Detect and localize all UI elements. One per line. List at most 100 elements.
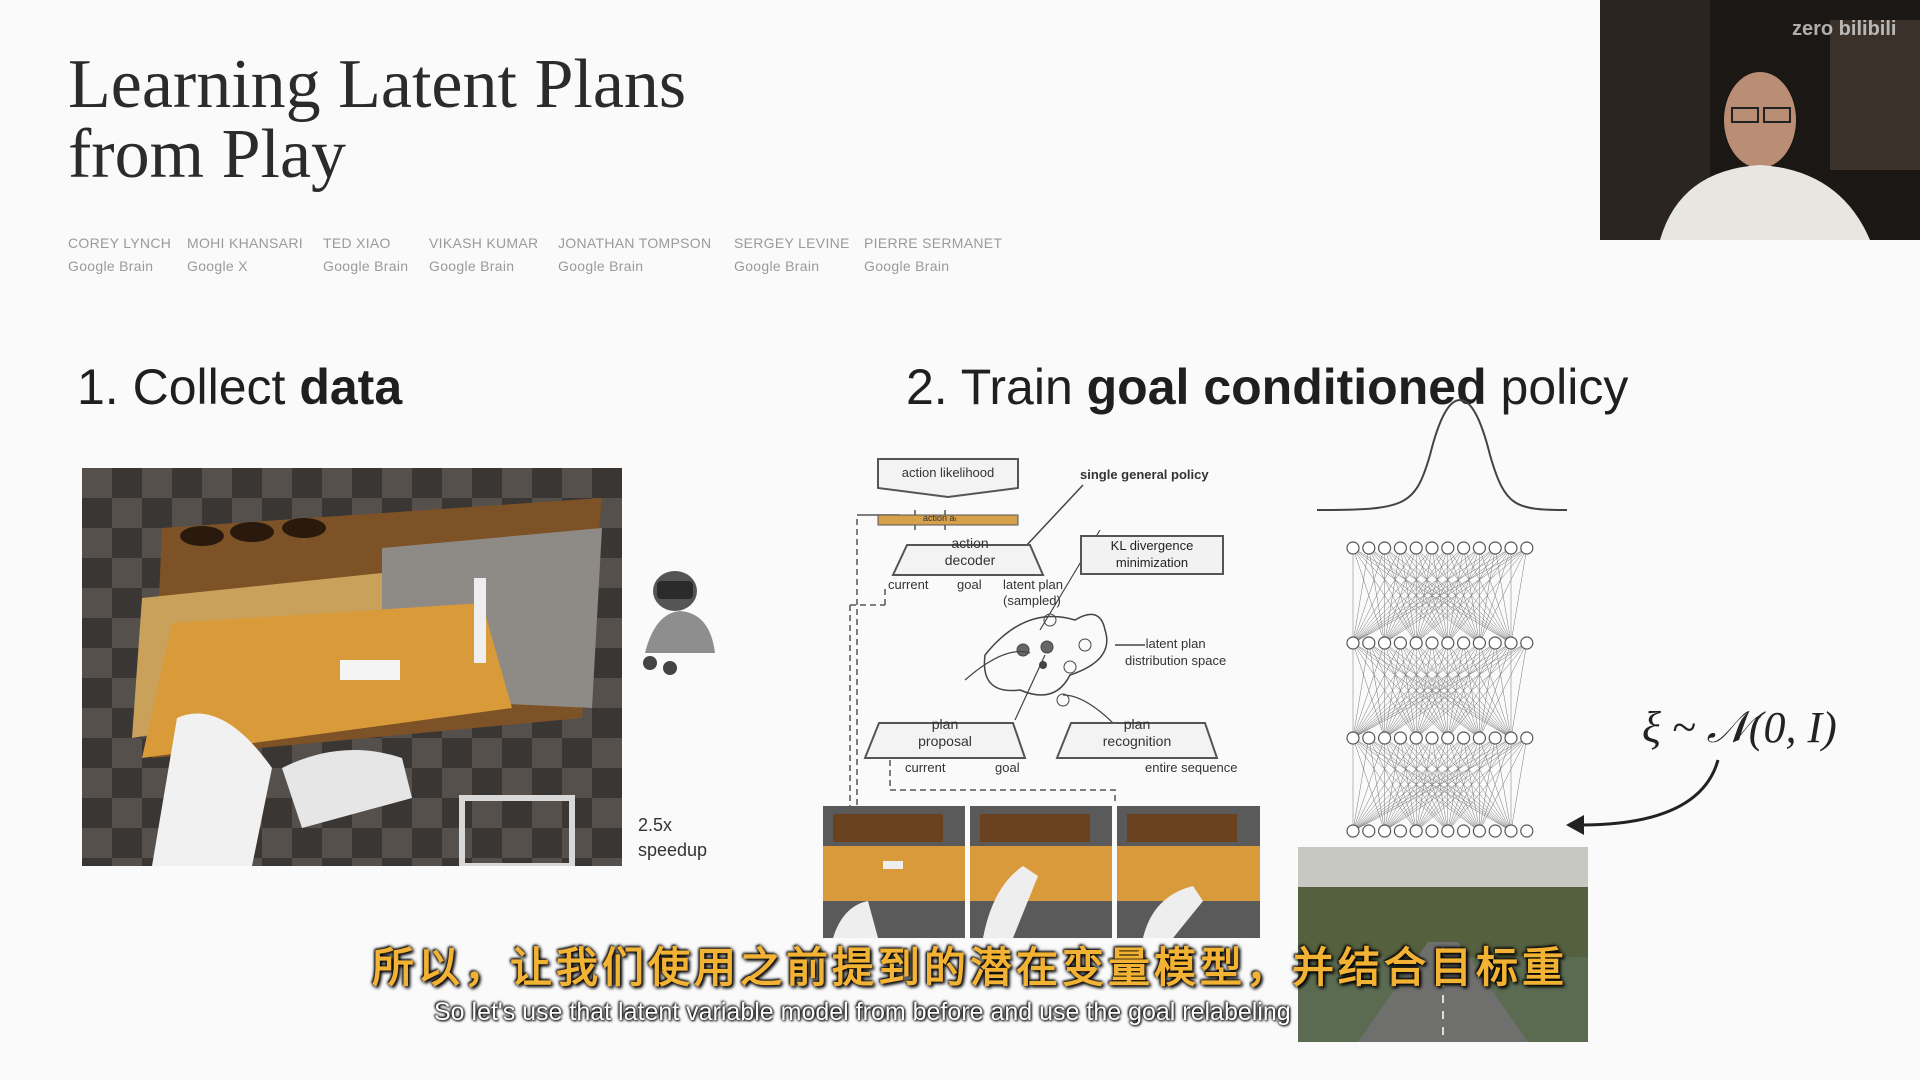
robot-scene-image: [82, 468, 622, 866]
nn-edge: [1352, 547, 1480, 644]
nn-node: [1520, 731, 1534, 745]
nn-edge: [1447, 642, 1527, 739]
nn-edge: [1447, 737, 1527, 832]
nn-edge: [1416, 547, 1512, 644]
nn-edge: [1352, 642, 1417, 739]
title-line-1: Learning Latent Plans: [68, 46, 687, 123]
nn-edge: [1352, 642, 1433, 739]
nn-edge: [1352, 737, 1480, 832]
nn-node: [1441, 824, 1455, 838]
vr-operator-illustration: [643, 571, 715, 675]
nn-edge: [1479, 642, 1528, 739]
nn-edge: [1510, 547, 1528, 644]
frame-middle: [970, 806, 1112, 938]
nn-edge: [1384, 547, 1527, 644]
nn-node: [1456, 541, 1471, 555]
nn-edge: [1352, 642, 1480, 739]
nn-edge: [1510, 642, 1528, 739]
nn-edge: [1416, 642, 1527, 739]
current-label: current: [888, 577, 929, 592]
nn-node: [1346, 824, 1360, 838]
nn-node: [1393, 731, 1408, 745]
nn-edge: [1352, 737, 1417, 832]
nn-edge: [1384, 547, 1512, 644]
nn-edge: [1447, 642, 1512, 739]
nn-node: [1488, 824, 1502, 838]
nn-edge: [1384, 642, 1527, 739]
nn-node: [1425, 731, 1439, 745]
nn-edge: [1384, 642, 1512, 739]
nn-edge: [1416, 547, 1527, 644]
nn-node: [1488, 636, 1502, 650]
nn-node: [1472, 824, 1486, 838]
nn-node: [1409, 636, 1423, 650]
nn-node: [1520, 824, 1534, 838]
nn-node: [1504, 824, 1518, 838]
nn-edge: [1352, 642, 1464, 739]
nn-node: [1362, 636, 1376, 650]
speedup-label: 2.5x speedup: [638, 815, 708, 860]
nn-edge: [1352, 547, 1464, 644]
nn-edge: [1352, 737, 1464, 832]
nn-edge: [1352, 737, 1448, 832]
nn-edge: [1352, 737, 1401, 832]
nn-node: [1456, 824, 1471, 838]
nn-node: [1393, 824, 1408, 838]
goal-label-2: goal: [995, 760, 1020, 775]
nn-edge: [1352, 547, 1433, 644]
nn-node: [1377, 731, 1392, 745]
nn-node: [1393, 541, 1408, 555]
nn-node: [1346, 731, 1360, 745]
nn-edge: [1384, 737, 1512, 832]
nn-node: [1409, 541, 1423, 555]
nn-edge: [1447, 737, 1512, 832]
nn-node: [1504, 541, 1518, 555]
nn-edge: [1352, 642, 1385, 739]
nn-edge: [1416, 737, 1527, 832]
nn-edge: [1352, 642, 1496, 739]
nn-edge: [1479, 642, 1512, 739]
slide-title: Learning Latent Plans from Play: [68, 50, 686, 190]
action-likelihood-label: action likelihood: [901, 465, 995, 480]
nn-node: [1520, 541, 1534, 555]
nn-edge: [1352, 547, 1448, 644]
nn-edge: [1352, 642, 1370, 739]
nn-node: [1362, 541, 1376, 555]
nn-node: [1346, 636, 1360, 650]
nn-edge: [1352, 547, 1385, 644]
latent-plan-label: latent plan(sampled): [1003, 577, 1063, 608]
nn-edge: [1352, 737, 1385, 832]
nn-node: [1377, 824, 1392, 838]
nn-node: [1472, 541, 1486, 555]
section-train-policy: 2. Train goal conditioned policy: [906, 359, 1629, 415]
nn-node: [1377, 541, 1392, 555]
nn-edge: [1352, 547, 1527, 644]
nn-node: [1409, 824, 1423, 838]
goal-label: goal: [957, 577, 982, 592]
nn-node: [1425, 824, 1439, 838]
watermark: zero bilibili: [1792, 18, 1897, 40]
action-at-label: action aₜ: [923, 513, 958, 523]
webcam-video: [1600, 0, 1920, 240]
curved-arrow: [1566, 759, 1720, 835]
nn-edge: [1447, 547, 1512, 644]
frame-current: [823, 806, 965, 938]
nn-edge: [1352, 547, 1512, 644]
nn-node: [1362, 731, 1376, 745]
nn-node: [1362, 824, 1376, 838]
nn-edge: [1447, 547, 1527, 644]
single-policy-label: single general policy: [1080, 467, 1209, 482]
nn-node: [1488, 731, 1502, 745]
nn-edge: [1352, 737, 1512, 832]
nn-node: [1425, 636, 1439, 650]
road-image: [1298, 847, 1588, 1042]
